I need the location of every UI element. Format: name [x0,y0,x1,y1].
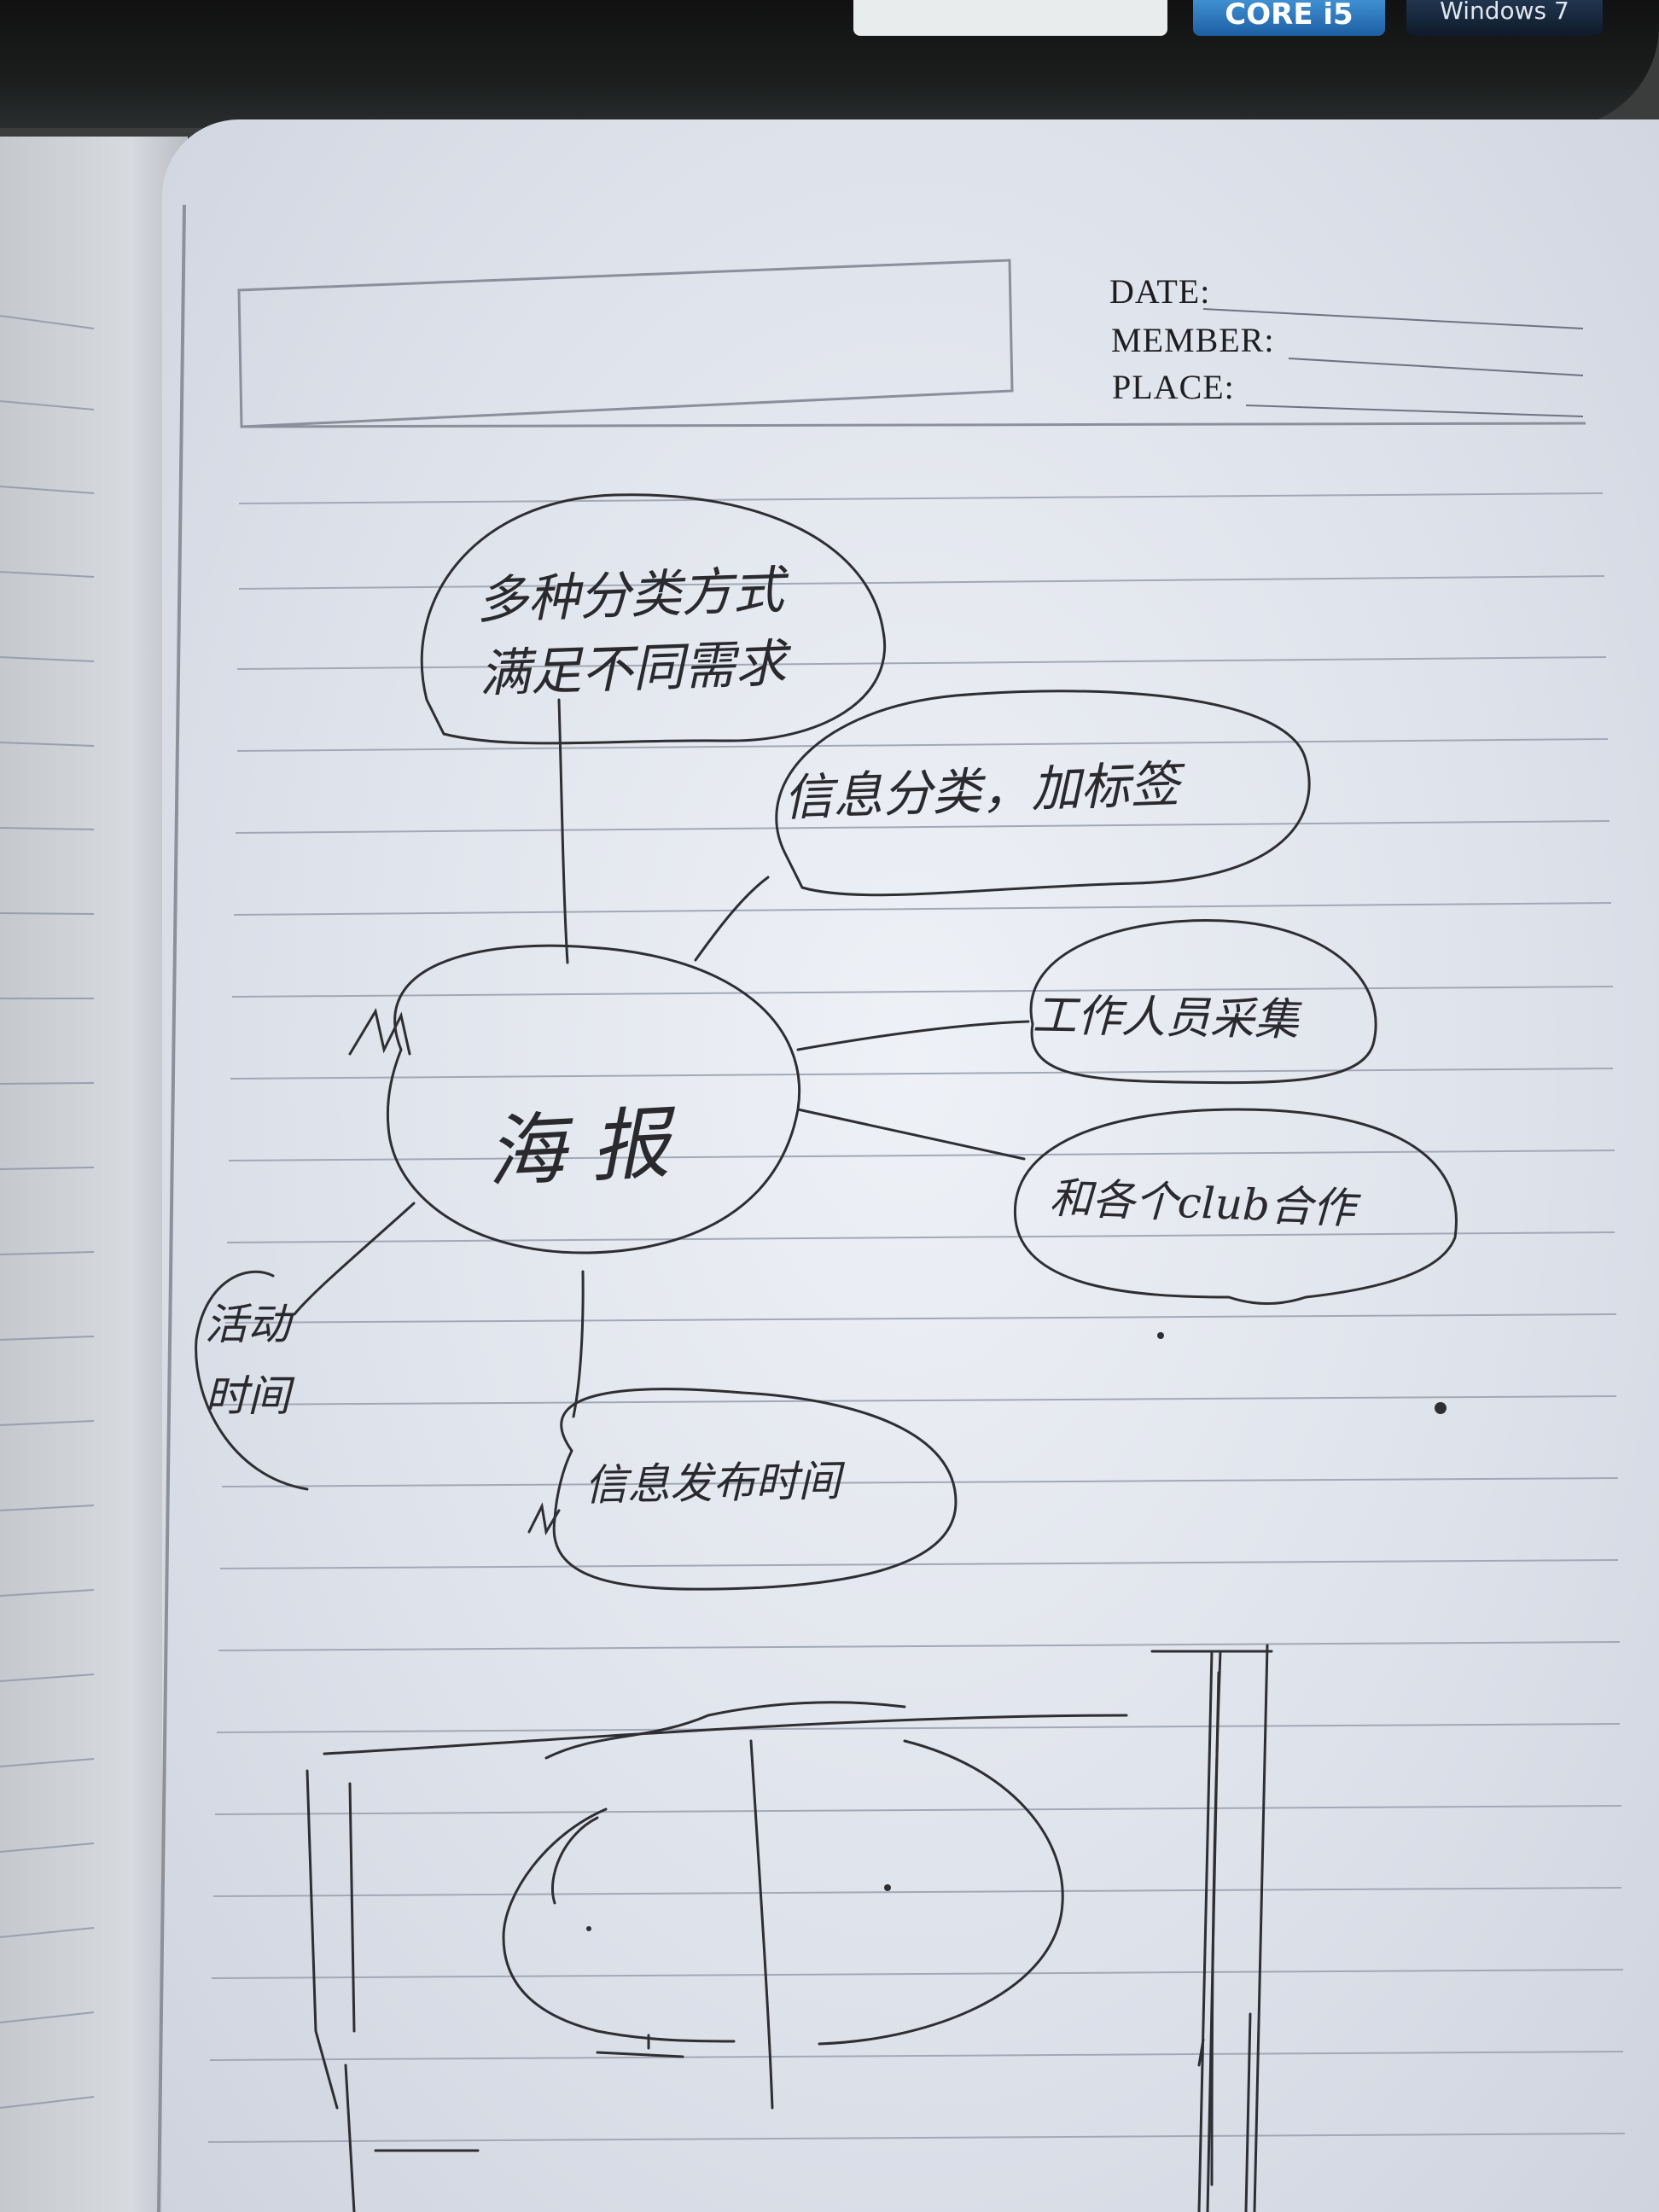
date-label: DATE: [1109,272,1211,311]
bubble-publish-time [552,1388,958,1591]
node-publish-time: 信息发布时间 [584,1456,841,1511]
page-gutter [157,204,186,2212]
ruled-lines [207,492,1626,2143]
scribble-mark [348,1008,411,1056]
bubble-categories [420,493,887,745]
cpu-badge: CORE i5 [1193,0,1385,36]
windows-badge: Windows 7 [1406,0,1603,36]
bubble-tags [775,690,1311,897]
scribble-mark-2 [527,1502,561,1536]
link-staff [796,1020,1030,1051]
left-page-rules [0,315,95,2109]
node-tags: 信息分类，加标签 [783,754,1181,828]
link-tags [694,876,770,962]
bubble-clubs [1013,1108,1458,1305]
node-clubs: 和各个club合作 [1048,1173,1356,1234]
link-categories [557,698,569,964]
header-box [237,259,1586,428]
laptop-sticker [853,0,1167,36]
member-label: MEMBER: [1111,321,1275,359]
bottom-sketch [306,1644,1273,2212]
place-label: PLACE: [1112,368,1235,406]
center-bubble [386,944,800,1254]
notebook-left-page [0,137,188,2212]
bubble-event-time [195,1270,309,1491]
node-categories: 多种分类方式 满足不同需求 [475,560,788,705]
link-event-time [293,1202,416,1316]
center-topic: 海报 [484,1096,698,1199]
bubble-staff [1029,919,1377,1085]
node-event-time: 活动 时间 [205,1300,290,1421]
header-field-lines [1202,308,1584,417]
link-clubs [796,1108,1026,1161]
mindmap-ink [195,493,1458,1591]
node-staff: 工作人员采集 [1032,990,1300,1046]
notebook-right-page [162,119,1659,2212]
ink-dots [586,1332,1447,1931]
link-publish-time [572,1270,585,1418]
